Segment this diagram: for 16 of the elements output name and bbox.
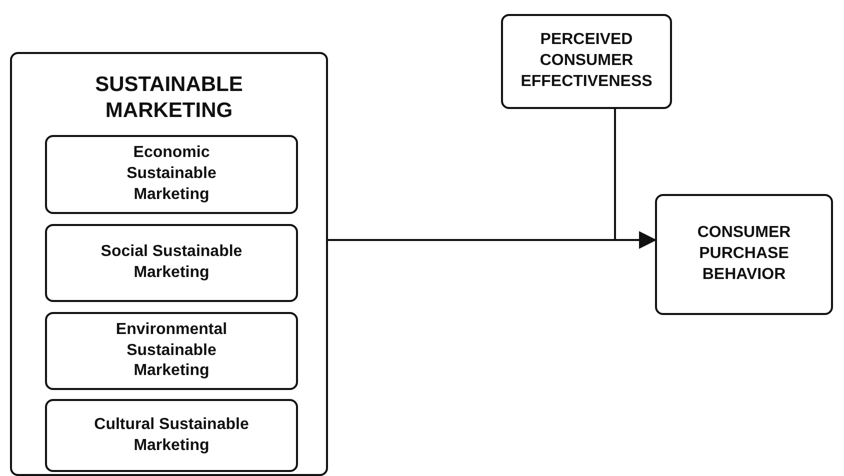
dimension-box	[45, 224, 298, 302]
node-label: Environmental Sustainable Marketing	[114, 320, 228, 382]
node-label: CONSUMER PURCHASE BEHAVIOR	[696, 223, 792, 285]
arrow	[328, 231, 657, 249]
connector-line	[614, 109, 616, 240]
node-label: Social Sustainable Marketing	[100, 242, 244, 283]
dimension-box	[45, 399, 298, 472]
group-box	[10, 52, 328, 476]
node-label: PERCEIVED CONSUMER EFFECTIVENESS	[520, 30, 654, 92]
concept-box	[501, 14, 672, 109]
group-heading: SUSTAINABLE MARKETING	[94, 72, 244, 124]
concept-box	[655, 194, 833, 315]
dimension-box	[45, 312, 298, 390]
dimension-box	[45, 135, 298, 214]
node-label: Cultural Sustainable Marketing	[93, 414, 250, 456]
node-label: Economic Sustainable Marketing	[126, 143, 218, 205]
